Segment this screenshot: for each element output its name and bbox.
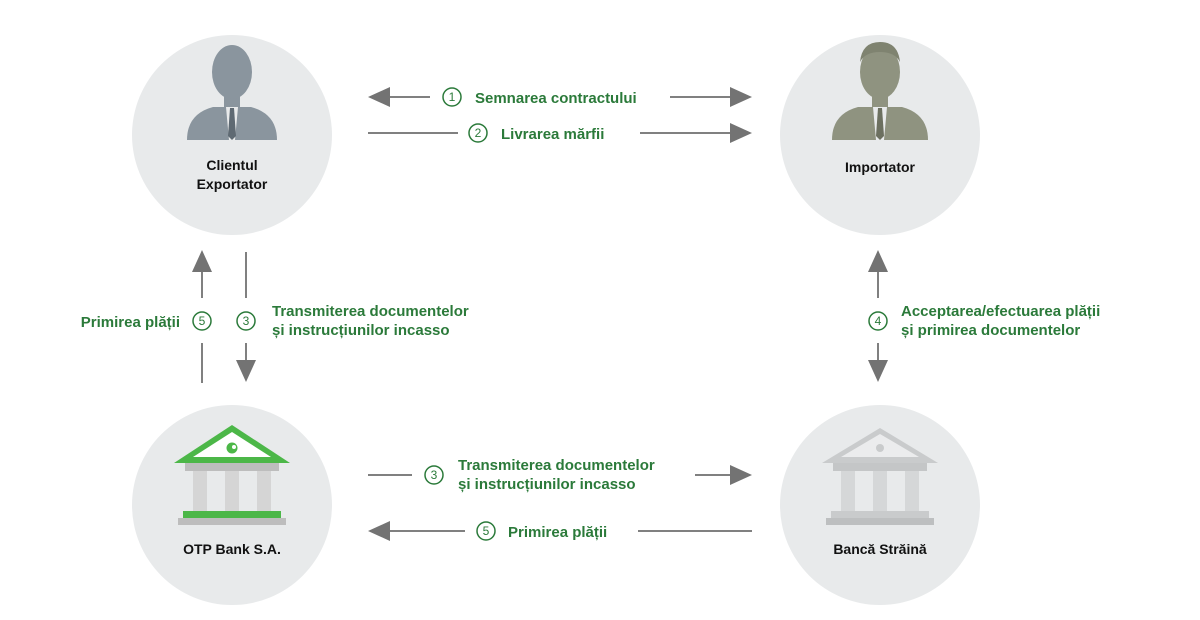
node-otp-label: OTP Bank S.A.: [183, 541, 281, 557]
flow-3-bottom-step-number: 3: [431, 468, 438, 482]
flow-4-acceptance: 4 Acceptarea/efectuarea plății și primir…: [868, 250, 1100, 382]
flow-5-left-step-circle: [192, 311, 212, 331]
flow-3-left-step-circle: [236, 311, 256, 331]
importer-person-icon: [832, 42, 928, 140]
exporter-person-icon: [187, 45, 277, 140]
flow-5-left-payment: 5 Primirea plății: [81, 250, 212, 383]
flow-3-bottom-documents: 3 Transmiterea documentelor și instrucți…: [368, 457, 752, 493]
flow-3-left-label-line1: Transmiterea documentelor: [272, 303, 469, 320]
node-otp: OTP Bank S.A.: [132, 405, 332, 605]
node-exporter-label-line1: Clientul: [206, 157, 257, 173]
flow-5-bottom-step-circle: [476, 521, 496, 541]
flow-3-bottom-label-line1: Transmiterea documentelor: [458, 457, 655, 474]
node-foreign-bank: Bancă Străină: [780, 405, 980, 605]
flow-5-bottom-label: Primirea plății: [508, 524, 607, 541]
flow-4-step-circle: [868, 311, 888, 331]
foreign-bank-icon: [822, 428, 938, 525]
flow-1-arrowhead-right: [730, 87, 752, 107]
flow-2-step-number: 2: [475, 126, 482, 140]
node-exporter-label-line2: Exportator: [197, 176, 268, 192]
flow-3-left-step-number: 3: [243, 314, 250, 328]
flow-1-arrowhead-left: [368, 87, 390, 107]
flow-5-bottom-step-number: 5: [483, 524, 490, 538]
flow-1-step-number: 1: [449, 90, 456, 104]
flow-2-label: Livrarea mărfii: [501, 126, 604, 143]
flow-5-left-step-number: 5: [199, 314, 206, 328]
flow-5-bottom-payment: 5 Primirea plății: [368, 521, 752, 541]
flow-1-contract: 1 Semnarea contractului: [368, 87, 752, 107]
flow-3-bottom-label-line2: și instrucțiunilor incasso: [458, 476, 636, 493]
flow-5-left-arrowhead: [192, 250, 212, 272]
flow-3-left-arrowhead: [236, 360, 256, 382]
flow-3-bottom-step-circle: [424, 465, 444, 485]
flow-5-left-label: Primirea plății: [81, 314, 180, 331]
flow-4-step-number: 4: [875, 314, 882, 328]
flow-3-left-documents: 3 Transmiterea documentelor și instrucți…: [236, 252, 469, 382]
node-importer: Importator: [780, 35, 980, 235]
flow-5-bottom-arrowhead: [368, 521, 390, 541]
node-foreign-label: Bancă Străină: [833, 541, 927, 557]
flow-1-step-circle: [442, 87, 462, 107]
flow-4-arrowhead-up: [868, 250, 888, 272]
flow-3-bottom-arrowhead: [730, 465, 752, 485]
node-importer-label: Importator: [845, 159, 916, 175]
flow-2-arrowhead: [730, 123, 752, 143]
flow-2-step-circle: [468, 123, 488, 143]
flow-4-arrowhead-down: [868, 360, 888, 382]
otp-bank-icon: [174, 425, 290, 525]
flow-3-left-label-line2: și instrucțiunilor incasso: [272, 322, 450, 339]
flow-1-label: Semnarea contractului: [475, 90, 637, 107]
flow-4-label-line2: și primirea documentelor: [901, 322, 1080, 339]
flow-2-delivery: 2 Livrarea mărfii: [368, 123, 752, 143]
flow-4-label-line1: Acceptarea/efectuarea plății: [901, 303, 1100, 320]
node-exporter: Clientul Exportator: [132, 35, 332, 235]
